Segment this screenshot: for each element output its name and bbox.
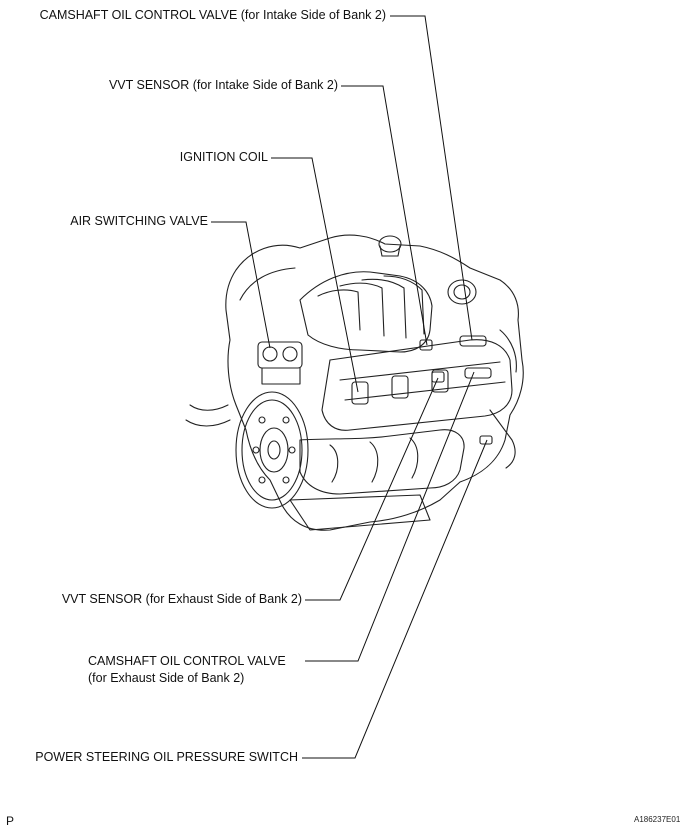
ocv-intake-part xyxy=(459,335,487,347)
label-air-switching-valve: AIR SWITCHING VALVE xyxy=(70,214,208,228)
exhaust-manifold xyxy=(299,429,465,495)
label-cam-ocv-intake: CAMSHAFT OIL CONTROL VALVE (for Intake S… xyxy=(39,8,386,22)
ocv-exhaust-part xyxy=(464,367,492,379)
air-switching-valve-part xyxy=(257,341,303,385)
intake-manifold xyxy=(299,271,433,353)
cylinder-head xyxy=(321,339,513,431)
label-vvt-exhaust: VVT SENSOR (for Exhaust Side of Bank 2) xyxy=(61,592,302,606)
leader-cam-ocv-intake xyxy=(390,15,473,341)
label-ignition-coil: IGNITION COIL xyxy=(179,150,268,164)
leader-ps-switch xyxy=(302,439,488,759)
flywheel xyxy=(235,391,309,509)
ps-switch-part xyxy=(479,435,493,445)
label-vvt-intake: VVT SENSOR (for Intake Side of Bank 2) xyxy=(108,78,338,92)
oil-pan xyxy=(289,494,431,531)
oil-filler-cap xyxy=(378,235,402,253)
engine-outline xyxy=(225,234,524,531)
leader-cam-ocv-exhaust xyxy=(305,371,475,662)
label-cam-ocv-exhaust-line2: (for Exhaust Side of Bank 2) xyxy=(88,671,245,685)
leader-vvt-intake xyxy=(341,85,428,346)
leader-air-switching-valve xyxy=(211,221,271,349)
corner-mark: P xyxy=(6,814,15,828)
label-ps-switch: POWER STEERING OIL PRESSURE SWITCH xyxy=(35,750,298,764)
leader-vvt-exhaust xyxy=(305,377,439,601)
throttle-body xyxy=(447,279,477,305)
vvt-exhaust-part xyxy=(431,371,445,383)
leader-ignition-coil xyxy=(271,157,359,393)
coil-pack xyxy=(351,381,369,405)
figure-id: A186237E01 xyxy=(634,815,681,824)
label-cam-ocv-exhaust-line1: CAMSHAFT OIL CONTROL VALVE xyxy=(88,654,286,668)
